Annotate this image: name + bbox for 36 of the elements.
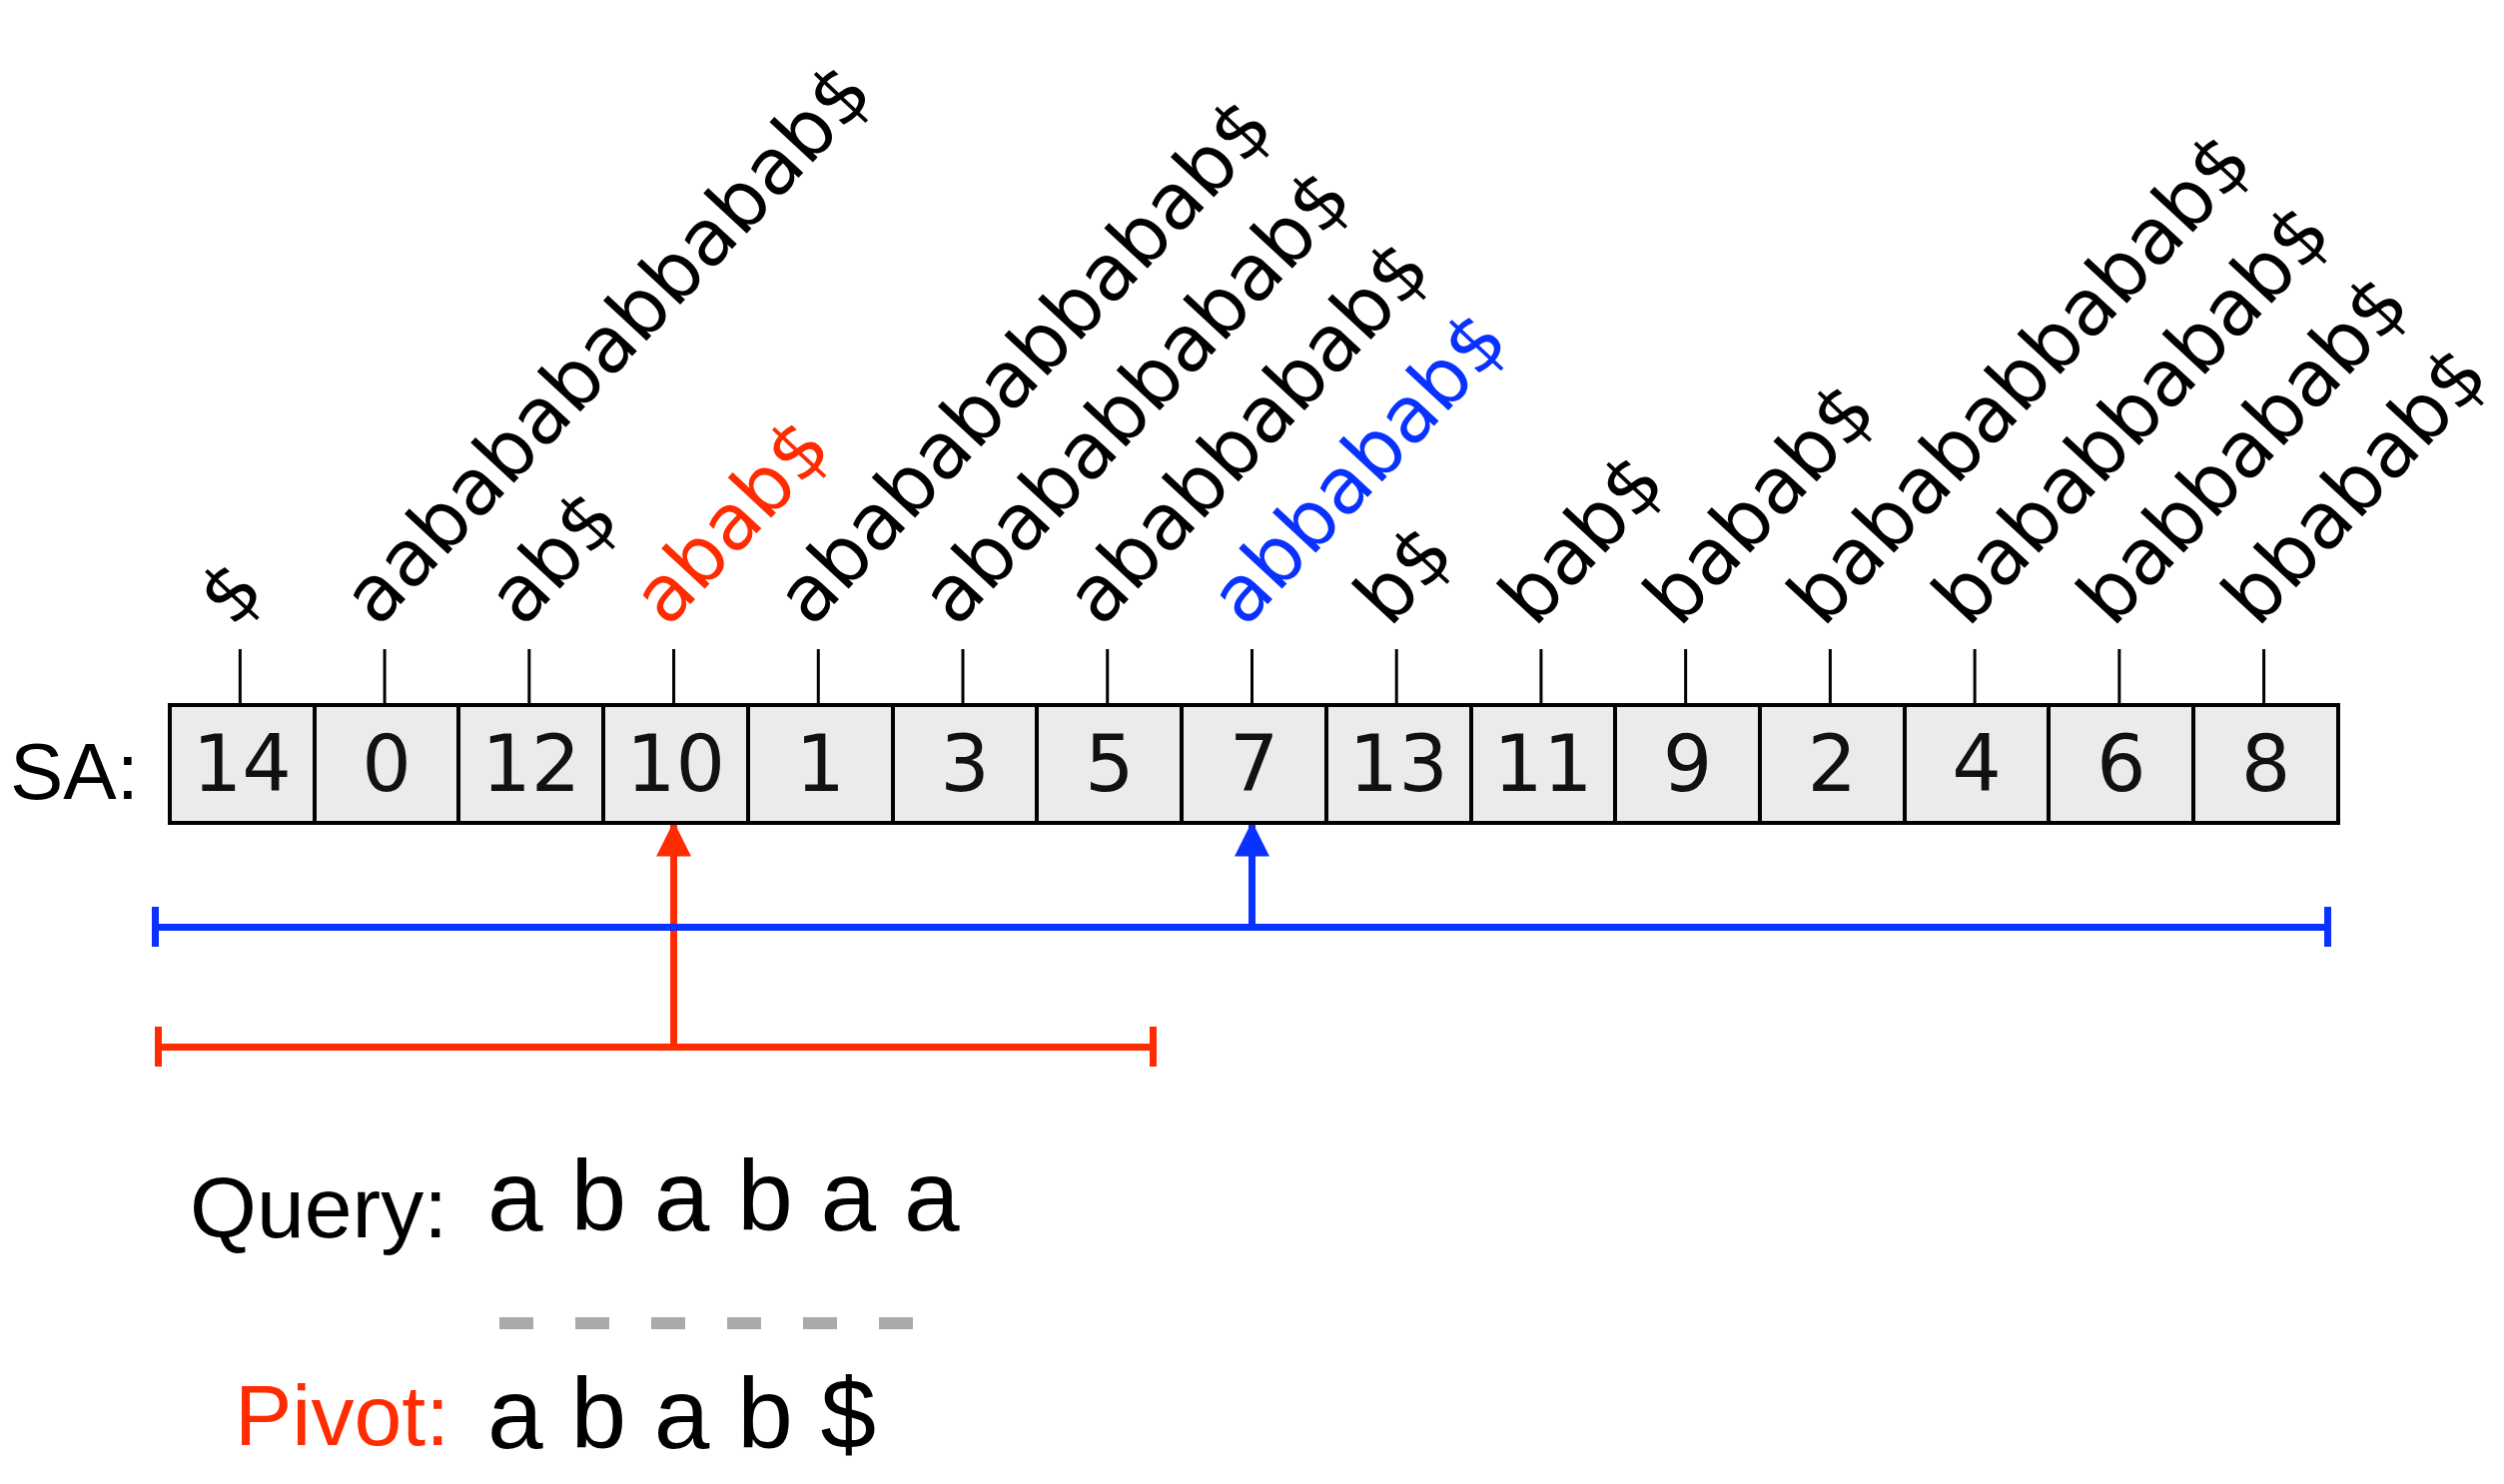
pivot-string: a b a b $ <box>487 1356 877 1471</box>
array-cell: 13 <box>1323 703 1469 825</box>
leader-line <box>672 649 676 703</box>
array-cell: 10 <box>601 703 746 825</box>
leader-line <box>961 649 965 703</box>
array-cell: 2 <box>1758 703 1903 825</box>
leader-line <box>1828 649 1832 703</box>
array-cell: 7 <box>1180 703 1324 825</box>
array-cell: 8 <box>2191 703 2340 825</box>
array-label: SA: <box>10 726 139 818</box>
array-cell: 9 <box>1613 703 1758 825</box>
array-cell: 14 <box>168 703 313 825</box>
leader-line <box>1684 649 1688 703</box>
leader-line <box>1539 649 1543 703</box>
leader-line <box>238 649 242 703</box>
leader-line <box>816 649 820 703</box>
array-cell: 11 <box>1468 703 1614 825</box>
array-cell: 5 <box>1035 703 1181 825</box>
array-cell: 12 <box>456 703 602 825</box>
leader-line <box>527 649 531 703</box>
suffix-label: $ <box>185 547 277 637</box>
array-cell: 6 <box>2047 703 2192 825</box>
array-cell: 3 <box>890 703 1036 825</box>
leader-line <box>2117 649 2121 703</box>
leader-line <box>1394 649 1398 703</box>
leader-line <box>383 649 387 703</box>
array-cell: 0 <box>312 703 457 825</box>
leader-line <box>1106 649 1110 703</box>
array-cell: 1 <box>745 703 891 825</box>
leader-line <box>1973 649 1977 703</box>
query-string: a b a b a a <box>487 1138 960 1253</box>
leader-line <box>2262 649 2266 703</box>
array-cell: 4 <box>1902 703 2048 825</box>
leader-line <box>1250 649 1253 703</box>
query-label: Query: <box>190 1158 448 1257</box>
pivot-label: Pivot: <box>235 1366 450 1465</box>
